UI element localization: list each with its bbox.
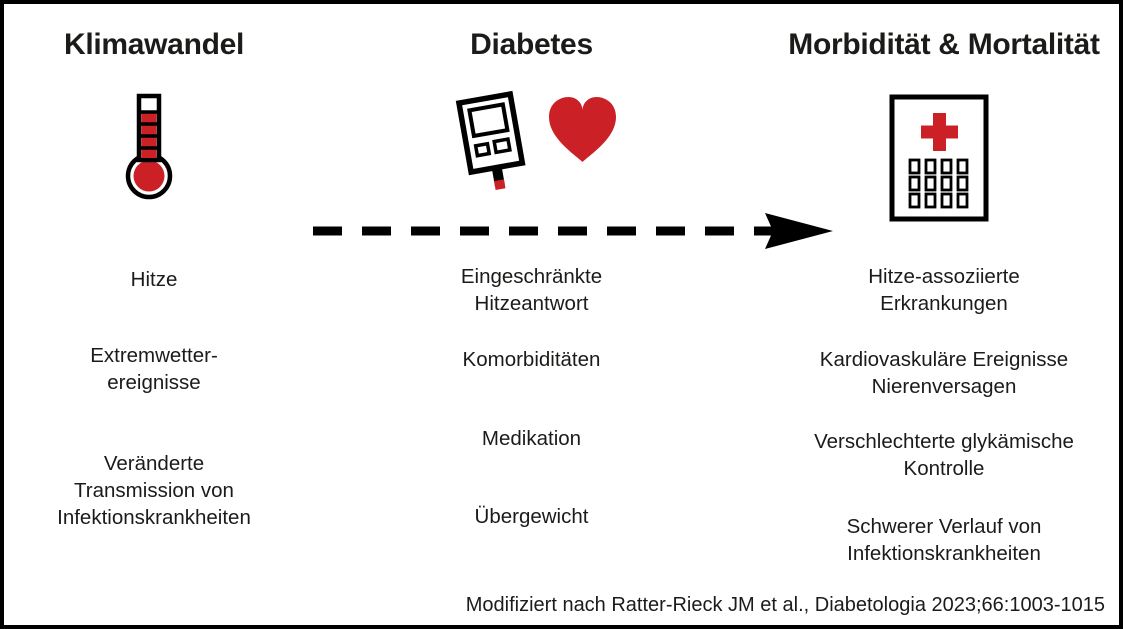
list-item-schwerer-verlauf-infektionskrankheiten: Schwerer Verlauf von Infektionskrankheit… <box>846 515 1042 565</box>
list-item-veraenderte-transmission: Veränderte Transmission von Infektionskr… <box>57 452 251 529</box>
thermometer-icon <box>116 88 182 205</box>
column-diabetes: Diabetes Eingeschränkte Hitzeantwort Kom… <box>384 4 679 625</box>
list-item-kardiovaskulaere-ereignisse: Kardiovaskuläre Ereignisse Nierenversage… <box>819 348 1069 398</box>
list-item-komorbiditaeten: Komorbiditäten <box>462 348 601 371</box>
list-item-verschlechterte-glykaemische-kontrolle: Verschlechterte glykämische Kontrolle <box>814 430 1074 480</box>
hospital-icon <box>889 94 989 227</box>
citation-text: Modifiziert nach Ratter-Rieck JM et al.,… <box>465 594 1105 616</box>
column-header-morbiditaet-mortalitaet: Morbidität & Mortalität <box>788 28 1100 61</box>
list-item-extremwetterereignisse: Extremwetter- ereignisse <box>90 344 218 394</box>
glucose-meter-icon <box>455 90 526 191</box>
column-header-diabetes: Diabetes <box>470 28 593 61</box>
list-item-hitze: Hitze <box>130 268 178 291</box>
heart-icon <box>549 97 616 162</box>
diabetes-icons <box>454 90 616 197</box>
list-item-uebergewicht: Übergewicht <box>474 505 589 528</box>
list-item-hitze-assoziierte-erkrankungen: Hitze-assoziierte Erkrankungen <box>868 265 1020 315</box>
red-cross-icon <box>921 113 958 151</box>
list-item-eingeschraenkte-hitzeantwort: Eingeschränkte Hitzeantwort <box>460 265 603 315</box>
list-item-medikation: Medikation <box>481 427 582 450</box>
column-klimawandel: Klimawandel Hitze Extremwetter- ereignis… <box>14 4 294 625</box>
hospital-windows <box>908 158 969 209</box>
column-morbiditaet-mortalitaet: Morbidität & Mortalität Hitze-assoziiert… <box>764 4 1119 625</box>
column-header-klimawandel: Klimawandel <box>63 28 245 61</box>
dashed-arrow-right-icon <box>307 210 837 257</box>
